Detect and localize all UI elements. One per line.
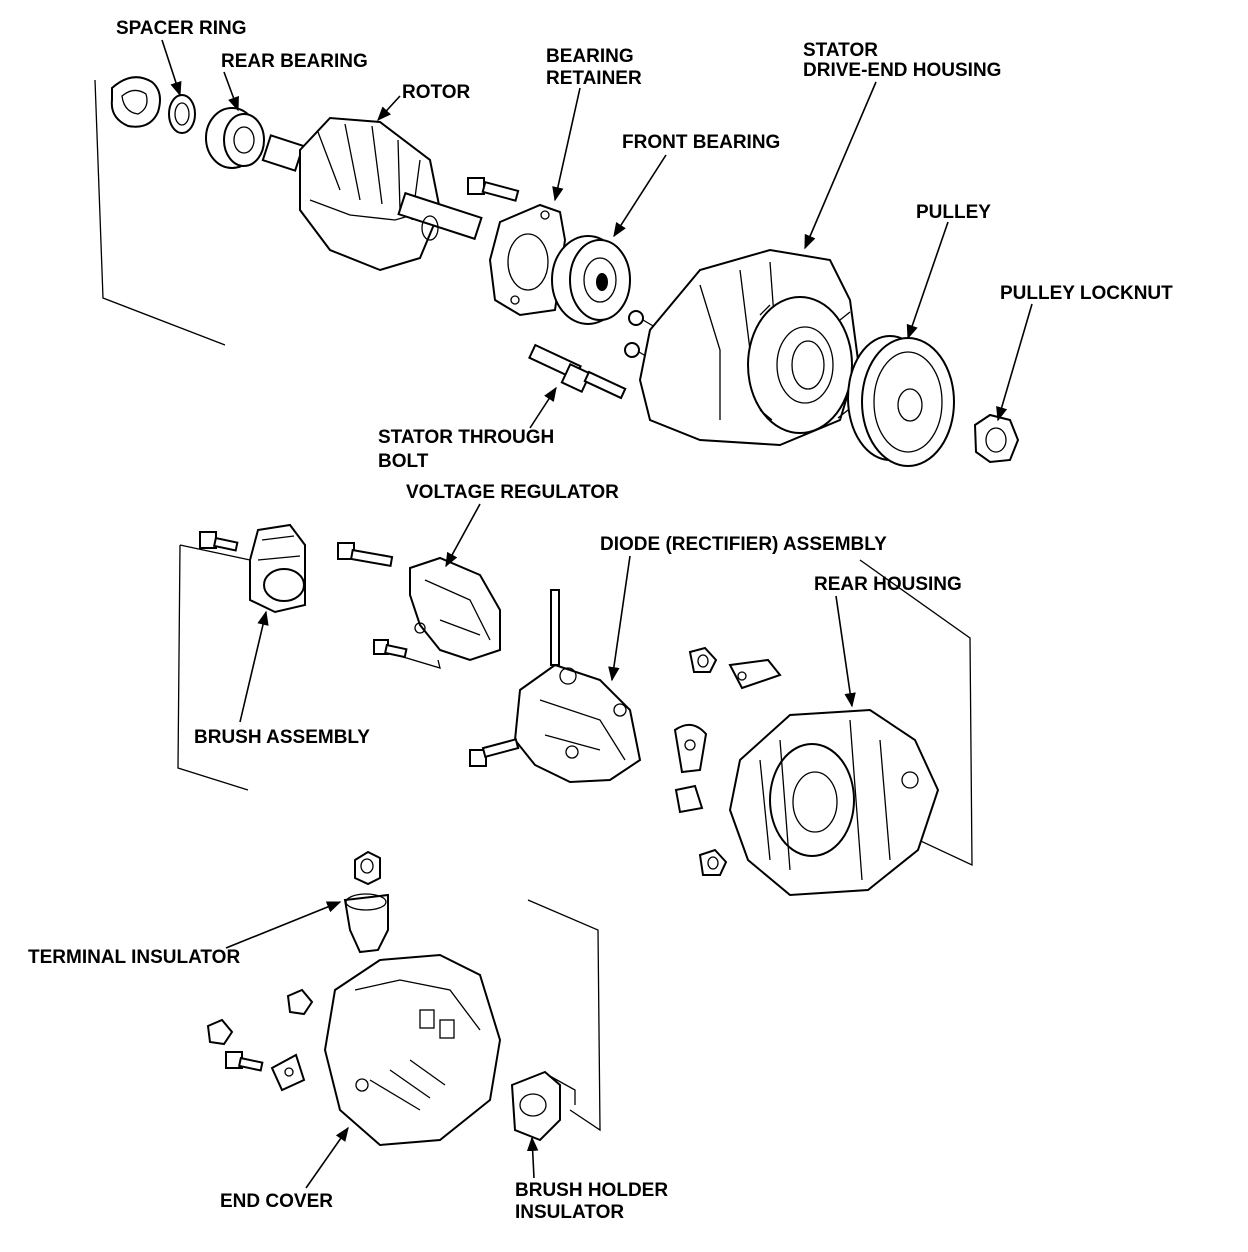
bearing-retainer <box>488 203 567 317</box>
label-bearing-retainer-line1: BEARING <box>546 46 634 67</box>
brush-assembly-screw <box>199 531 239 552</box>
label-diode-assembly: DIODE (RECTIFIER) ASSEMBLY <box>600 534 887 555</box>
end-cover <box>323 953 502 1147</box>
label-pulley-locknut: PULLEY LOCKNUT <box>1000 283 1173 304</box>
stator-drive-end-housing <box>638 248 860 447</box>
label-stator-through-bolt-line1: STATOR THROUGH <box>378 427 554 448</box>
rotor <box>261 116 483 272</box>
label-rotor: ROTOR <box>402 82 471 103</box>
label-end-cover: END COVER <box>220 1191 333 1212</box>
label-terminal-insulator: TERMINAL INSULATOR <box>28 947 240 968</box>
label-voltage-regulator: VOLTAGE REGULATOR <box>406 482 619 503</box>
pulley-locknut <box>973 413 1020 464</box>
label-spacer-ring: SPACER RING <box>116 18 247 39</box>
voltage-regulator-screw <box>337 542 394 568</box>
terminal-insulator <box>343 893 389 954</box>
leader-arrows <box>161 39 1033 1189</box>
bearing-retainer-bolt <box>467 177 520 202</box>
diode-assembly-screw <box>469 738 520 767</box>
label-brush-holder-insulator-line1: BRUSH HOLDER <box>515 1180 668 1201</box>
brush-assembly <box>249 523 306 614</box>
spacer-ring <box>168 94 196 134</box>
stator-through-bolt <box>528 343 627 400</box>
rear-bearing <box>205 107 265 169</box>
voltage-regulator <box>409 556 501 662</box>
label-rear-bearing: REAR BEARING <box>221 51 368 72</box>
label-pulley: PULLEY <box>916 202 991 223</box>
rear-housing-nut-bracket <box>688 646 782 690</box>
label-stator-through-bolt-line2: BOLT <box>378 451 429 472</box>
label-brush-holder-insulator-line2: INSULATOR <box>515 1202 624 1223</box>
label-stator-line1: STATOR <box>803 40 878 61</box>
front-bearing <box>551 235 631 325</box>
terminal-insulator-nut <box>354 850 381 886</box>
pulley <box>847 335 955 467</box>
spacer-ring-wavy-washer <box>110 76 161 128</box>
label-front-bearing: FRONT BEARING <box>622 132 780 153</box>
label-brush-assembly: BRUSH ASSEMBLY <box>194 727 370 748</box>
rear-housing-insulators <box>673 723 728 876</box>
label-rear-housing: REAR HOUSING <box>814 574 962 595</box>
end-cover-screws <box>206 988 314 1092</box>
rear-housing <box>728 708 940 897</box>
regulator-small-screw <box>373 639 408 659</box>
label-bearing-retainer-line2: RETAINER <box>546 68 642 89</box>
reference-lines <box>94 79 973 1132</box>
brush-holder-insulator <box>510 1070 576 1142</box>
label-stator-line2: DRIVE-END HOUSING <box>803 60 1001 81</box>
diode-rectifier-assembly <box>513 589 642 784</box>
